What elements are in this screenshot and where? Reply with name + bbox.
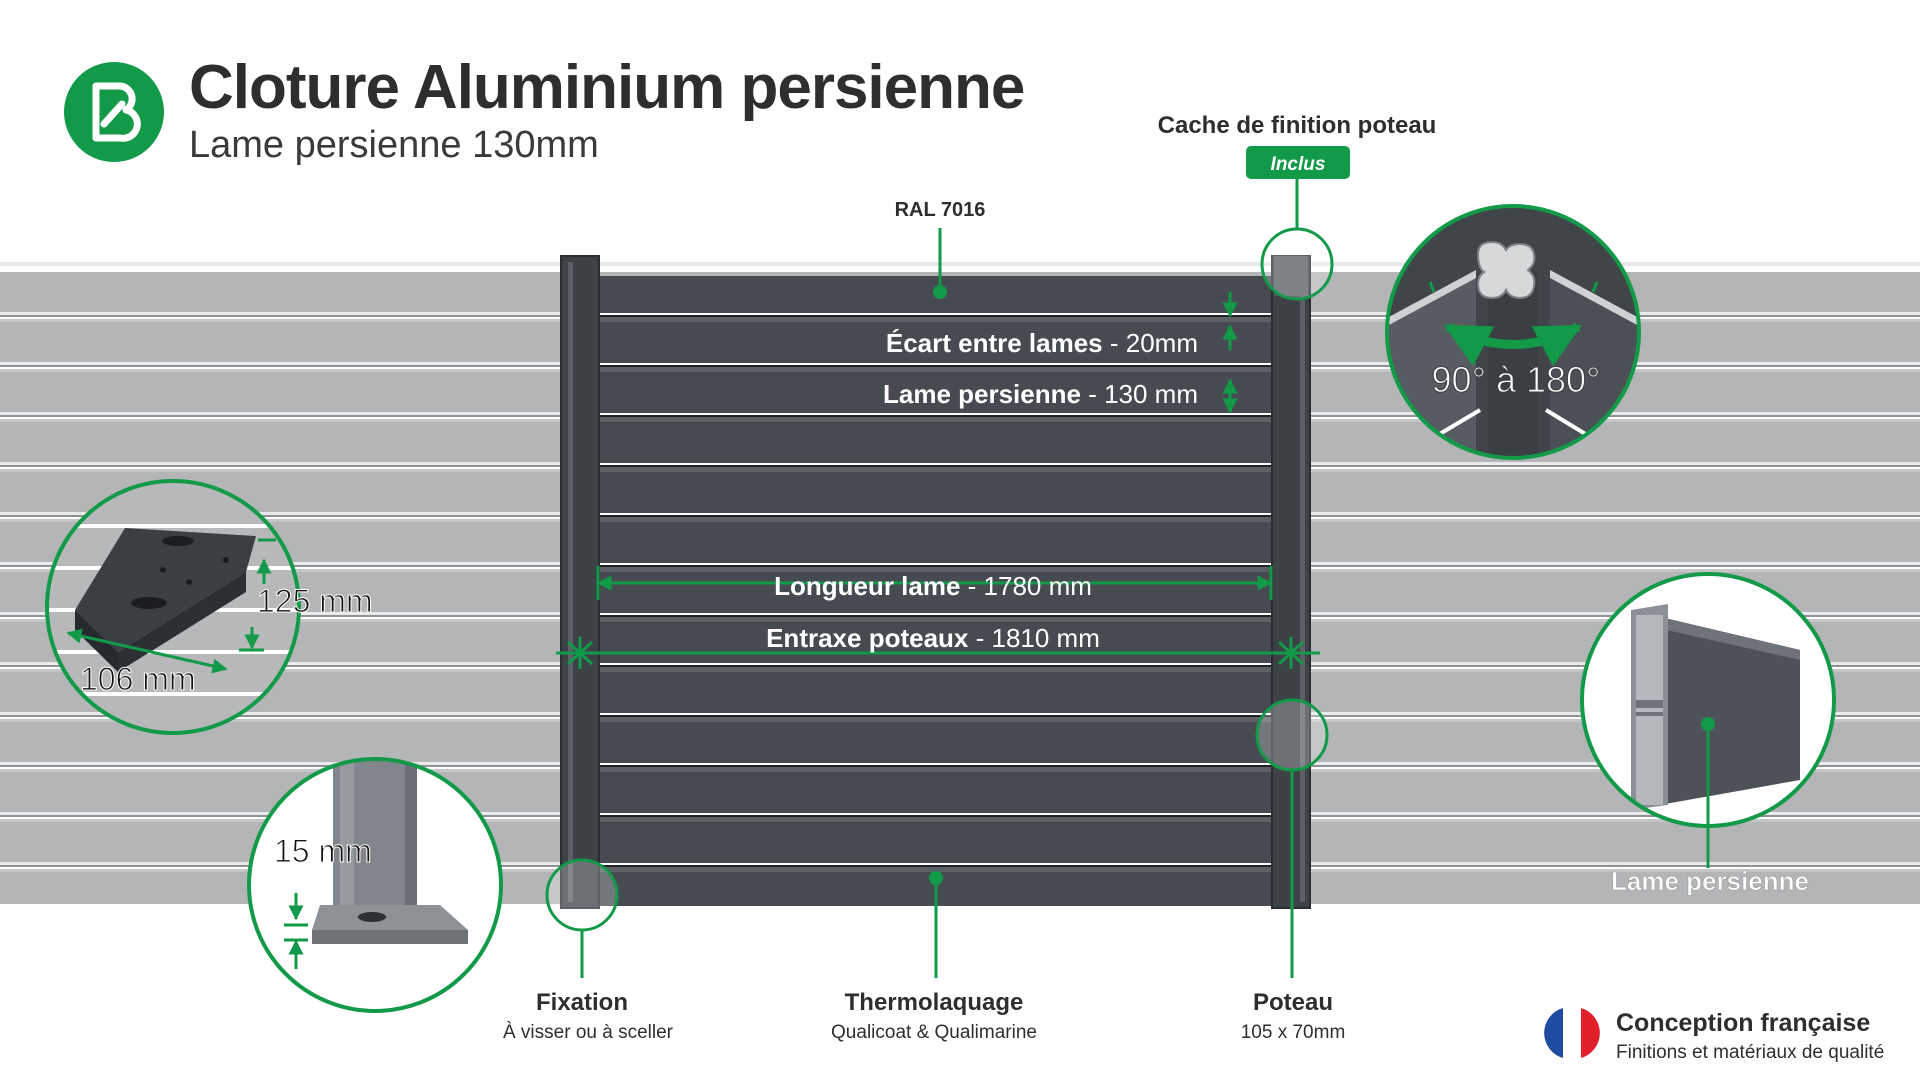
lame-persienne-label: Lame persienne [1611, 866, 1809, 896]
svg-text:Écart entre lames - 20mm: Écart entre lames - 20mm [886, 328, 1198, 358]
ral-label: RAL 7016 [895, 199, 986, 221]
angle-label: 90° à 180° [1432, 359, 1601, 400]
page-title: Cloture Aluminium persienne [189, 53, 1025, 122]
longueur-value: - 1780 mm [960, 571, 1092, 601]
base-width-label: 106 mm [80, 661, 196, 697]
thermo-sub: Qualicoat & Qualimarine [831, 1022, 1037, 1043]
base-height-label: 125 mm [257, 583, 373, 619]
entraxe-value: - 1810 mm [968, 623, 1100, 653]
plate-thickness-label: 15 mm [274, 833, 372, 869]
longueur-bold: Longueur lame [774, 571, 960, 601]
poteau-sub: 105 x 70mm [1241, 1022, 1346, 1043]
thermo-title: Thermolaquage [845, 989, 1024, 1016]
svg-text:Entraxe poteaux - 1810 mm: Entraxe poteaux - 1810 mm [766, 623, 1100, 653]
fixation-sub: À visser ou à sceller [503, 1022, 674, 1043]
svg-text:Longueur lame - 1780 mm: Longueur lame - 1780 mm [774, 571, 1092, 601]
poteau-title: Poteau [1253, 989, 1333, 1016]
conception-title: Conception française [1616, 1009, 1870, 1037]
lame-value: - 130 mm [1081, 379, 1198, 409]
entraxe-bold: Entraxe poteaux [766, 623, 969, 653]
ecart-bold: Écart entre lames [886, 328, 1103, 358]
conception-sub: Finitions et matériaux de qualité [1616, 1042, 1884, 1063]
svg-text:Lame persienne - 130 mm: Lame persienne - 130 mm [883, 379, 1198, 409]
lame-bold: Lame persienne [883, 379, 1081, 409]
ecart-value: - 20mm [1103, 328, 1198, 358]
fixation-title: Fixation [536, 989, 628, 1016]
brand-logo [64, 62, 164, 162]
inclus-badge: Inclus [1271, 154, 1326, 175]
french-flag-icon [1546, 1007, 1598, 1059]
cache-label: Cache de finition poteau [1158, 112, 1437, 139]
page-subtitle: Lame persienne 130mm [189, 124, 599, 166]
